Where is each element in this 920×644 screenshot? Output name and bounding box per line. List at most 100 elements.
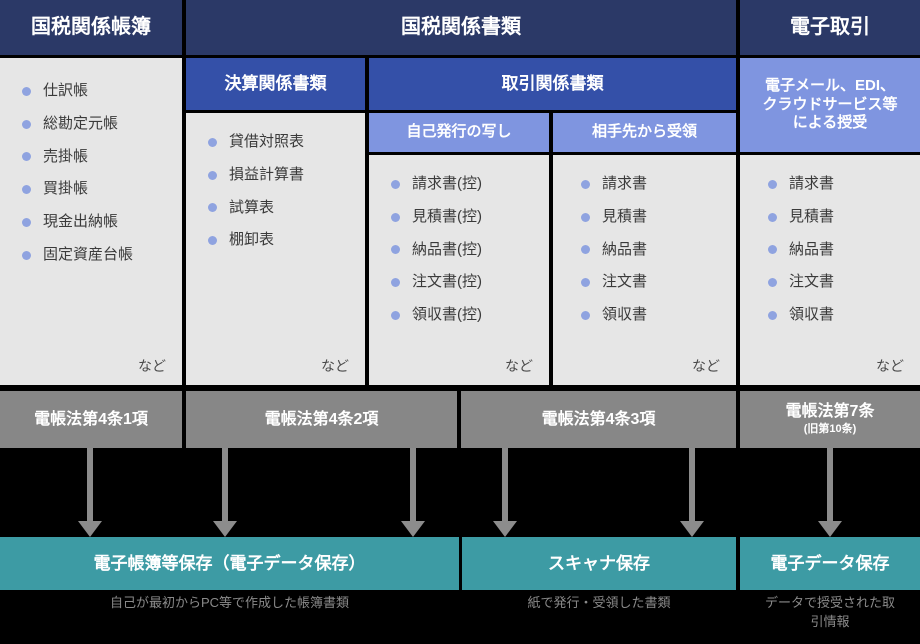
arrow-head-3 xyxy=(401,521,425,537)
result-box-2: スキャナ保存 xyxy=(462,537,736,590)
arrow-stem-3 xyxy=(410,448,416,522)
arrow-head-5 xyxy=(680,521,704,537)
header-books-label: 国税関係帳簿 xyxy=(31,16,151,38)
bullet-icon xyxy=(391,179,400,189)
list-item-label: 売掛帳 xyxy=(43,147,89,165)
list-item-label: 見積書 xyxy=(789,207,835,225)
bullet-icon xyxy=(768,179,777,189)
subsubheader-received: 相手先から受領 xyxy=(553,113,736,152)
list-panel-edata: 請求書 見積書 納品書 注文書 領収書 など xyxy=(740,155,920,385)
list-item: 領収書 xyxy=(553,306,736,325)
etc-label-edata: など xyxy=(876,357,904,374)
list-item-label: 領収書 xyxy=(789,306,835,323)
list-item-label: 領収書 xyxy=(602,306,648,323)
result-box-2-label: スキャナ保存 xyxy=(548,553,650,573)
subheader-settlement-label: 決算関係書類 xyxy=(224,74,327,94)
law-bar-1-label: 電帳法第4条1項 xyxy=(34,410,148,428)
list-item-label: 固定資産台帳 xyxy=(43,245,134,263)
list-settlement: 貸借対照表 損益計算書 試算表 棚卸表 xyxy=(186,133,365,250)
subheader-transaction-label: 取引関係書類 xyxy=(501,74,604,94)
list-item-label: 納品書(控) xyxy=(412,240,482,258)
subheader-settlement: 決算関係書類 xyxy=(186,58,365,110)
law-bar-2: 電帳法第4条2項 xyxy=(186,391,457,448)
bullet-icon xyxy=(22,119,31,129)
list-item-label: 請求書 xyxy=(602,175,648,192)
list-item-label: 納品書 xyxy=(789,240,835,258)
list-item: 見積書(控) xyxy=(369,208,549,227)
arrow-stem-5 xyxy=(689,448,695,522)
arrow-head-4 xyxy=(493,521,517,537)
list-item-label: 試算表 xyxy=(229,198,275,216)
list-panel-settlement: 貸借対照表 損益計算書 試算表 棚卸表 など xyxy=(186,113,365,385)
bullet-icon xyxy=(768,310,777,320)
bullet-icon xyxy=(768,212,777,222)
result-caption-1-label: 自己が最初からPC等で作成した帳簿書類 xyxy=(109,595,350,610)
law-bar-3-label: 電帳法第4条3項 xyxy=(541,410,656,428)
list-item: 総勘定元帳 xyxy=(0,115,182,134)
bullet-icon xyxy=(391,245,400,255)
bullet-icon xyxy=(391,212,400,222)
bullet-icon xyxy=(22,86,31,96)
header-etransaction-label: 電子取引 xyxy=(790,16,870,38)
bullet-icon xyxy=(391,278,400,288)
list-item: 注文書(控) xyxy=(369,273,549,292)
list-item: 試算表 xyxy=(186,199,365,218)
list-item: 請求書 xyxy=(553,175,736,194)
list-item-label: 注文書(控) xyxy=(412,273,482,291)
subheader-edata: 電子メール、EDI、 クラウドサービス等 による授受 xyxy=(740,58,920,152)
list-item-label: 請求書 xyxy=(789,175,835,192)
result-caption-2: 紙で発行・受領した書類 xyxy=(462,594,736,640)
list-item: 現金出納帳 xyxy=(0,213,182,232)
list-books: 仕訳帳 総勘定元帳 売掛帳 買掛帳 現金出納帳 固定資産台帳 xyxy=(0,82,182,265)
list-item-label: 注文書 xyxy=(789,273,835,291)
subheader-transaction: 取引関係書類 xyxy=(369,58,736,110)
list-item: 買掛帳 xyxy=(0,180,182,199)
arrow-stem-1 xyxy=(87,448,93,522)
arrow-head-1 xyxy=(78,521,102,537)
bullet-icon xyxy=(22,217,31,227)
law-bar-4-label: 電帳法第7条 xyxy=(785,403,875,421)
list-item: 請求書(控) xyxy=(369,175,549,194)
list-item: 注文書 xyxy=(553,273,736,292)
bullet-icon xyxy=(581,212,590,222)
list-item: 納品書 xyxy=(740,241,920,260)
header-documents: 国税関係書類 xyxy=(186,0,736,55)
header-etransaction: 電子取引 xyxy=(740,0,920,55)
list-edata: 請求書 見積書 納品書 注文書 領収書 xyxy=(740,175,920,325)
subsubheader-received-label: 相手先から受領 xyxy=(591,123,697,141)
list-item-label: 仕訳帳 xyxy=(43,82,89,99)
list-item-label: 見積書 xyxy=(602,207,648,225)
result-caption-3-label: データで授受された取引情報 xyxy=(764,595,895,629)
result-box-1-label: 電子帳簿等保存（電子データ保存） xyxy=(93,553,366,573)
list-item: 仕訳帳 xyxy=(0,82,182,101)
bullet-icon xyxy=(581,310,590,320)
list-item-label: 貸借対照表 xyxy=(229,133,305,150)
list-item-label: 納品書 xyxy=(602,240,648,258)
header-documents-label: 国税関係書類 xyxy=(401,16,521,38)
arrow-stem-2 xyxy=(222,448,228,522)
law-bar-2-label: 電帳法第4条2項 xyxy=(264,410,379,428)
result-caption-3: データで授受された取引情報 xyxy=(740,594,920,640)
arrow-head-6 xyxy=(818,521,842,537)
list-panel-self-issued: 請求書(控) 見積書(控) 納品書(控) 注文書(控) 領収書(控) など xyxy=(369,155,549,385)
subsubheader-self-issued-label: 自己発行の写し xyxy=(406,123,512,141)
bullet-icon xyxy=(208,203,217,213)
list-item: 貸借対照表 xyxy=(186,133,365,152)
list-item-label: 現金出納帳 xyxy=(43,213,119,230)
bullet-icon xyxy=(581,245,590,255)
result-box-3-label: 電子データ保存 xyxy=(770,553,890,573)
bullet-icon xyxy=(22,152,31,162)
list-item-label: 注文書 xyxy=(602,273,648,291)
bullet-icon xyxy=(768,278,777,288)
list-item-label: 買掛帳 xyxy=(43,180,89,198)
etc-label-settlement: など xyxy=(321,357,349,374)
list-item-label: 総勘定元帳 xyxy=(43,114,119,132)
result-caption-2-label: 紙で発行・受領した書類 xyxy=(527,595,671,610)
list-item-label: 請求書(控) xyxy=(412,175,482,192)
list-item: 領収書 xyxy=(740,306,920,325)
list-item: 納品書 xyxy=(553,241,736,260)
arrow-stem-6 xyxy=(827,448,833,522)
list-item: 請求書 xyxy=(740,175,920,194)
header-books: 国税関係帳簿 xyxy=(0,0,182,55)
